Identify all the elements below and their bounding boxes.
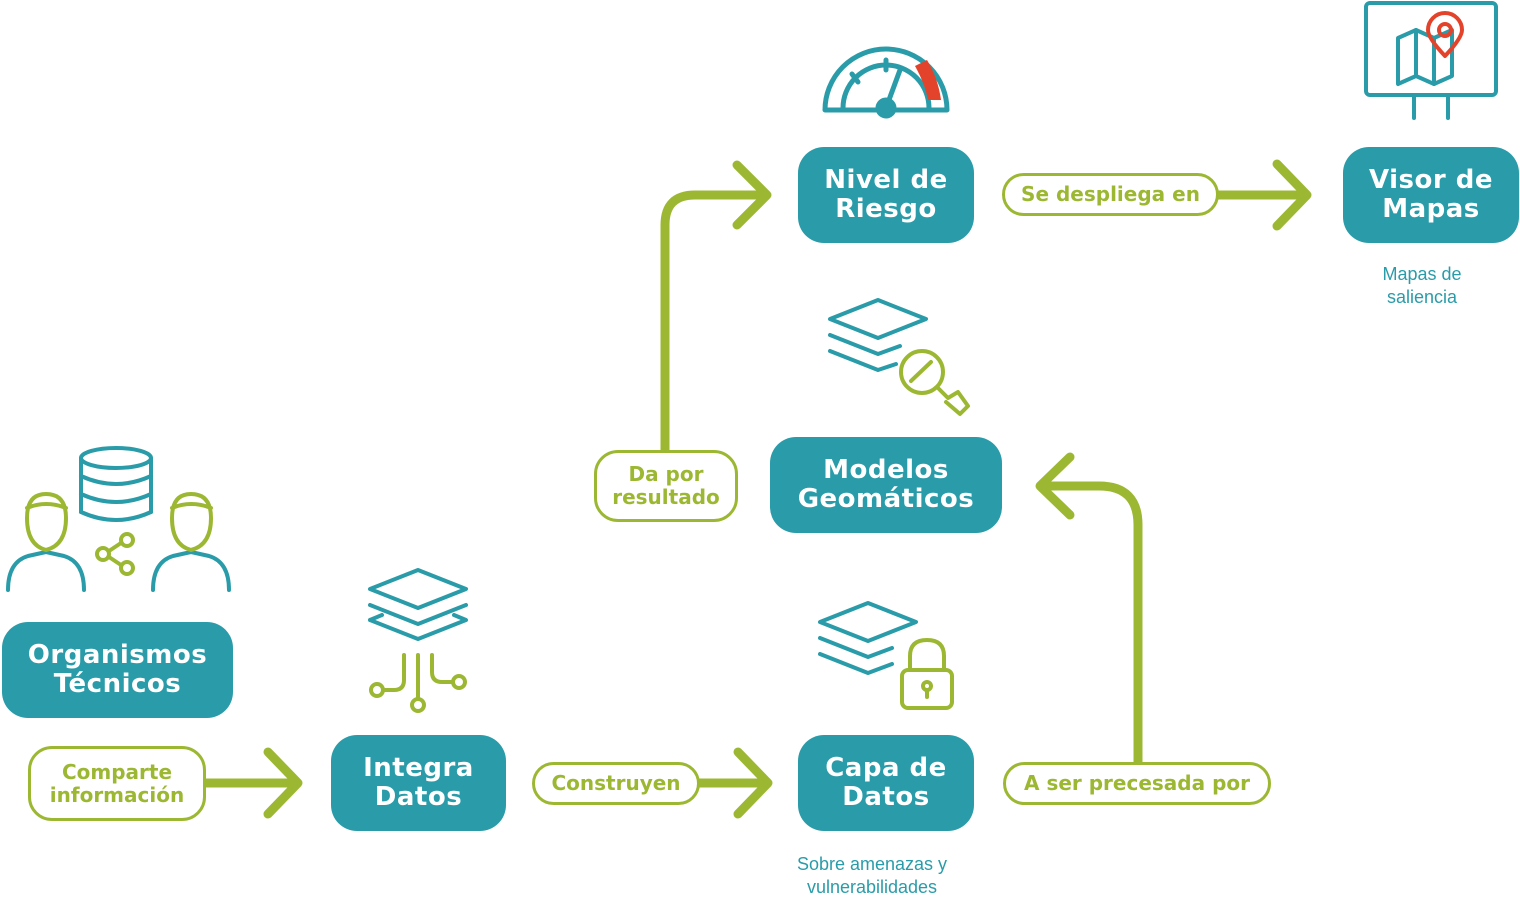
edge-label-da-por-resultado: Da por resultado xyxy=(594,450,738,522)
node-integra-datos: Integra Datos xyxy=(331,735,506,831)
user-right-icon xyxy=(170,492,213,552)
edge-label-resultado-line1: Da por xyxy=(628,462,704,486)
node-integra-label-line2: Datos xyxy=(374,782,463,812)
edge-label-comparte-informacion: Comparte información xyxy=(28,746,206,821)
node-organismos-label-line1: Organismos xyxy=(27,640,208,670)
monitor-map-pin-icon xyxy=(1364,1,1498,120)
node-modelos-geomaticos: Modelos Geomáticos xyxy=(770,437,1002,533)
edge-label-se-despliega-en: Se despliega en xyxy=(1002,173,1219,216)
caption-visor-line1: Mapas de xyxy=(1382,264,1462,284)
node-capa-label-line1: Capa de xyxy=(825,753,947,783)
edge-label-a-ser-precesada-por: A ser precesada por xyxy=(1003,762,1271,805)
edge-label-construyen-text: Construyen xyxy=(551,771,681,795)
node-modelos-label-line1: Modelos xyxy=(823,455,949,485)
node-organismos-label-line2: Técnicos xyxy=(53,669,182,699)
arrowhead-despliega xyxy=(1272,159,1312,231)
layers-circuit-icon xyxy=(368,568,468,713)
arrowhead-construyen xyxy=(733,747,773,819)
node-nivel-label-line1: Nivel de xyxy=(824,165,948,195)
arrowhead-comparte xyxy=(263,747,303,819)
layers-search-icon xyxy=(828,298,970,416)
node-organismos-tecnicos: Organismos Técnicos xyxy=(2,622,233,718)
edge-label-comparte-line1: Comparte xyxy=(61,759,173,784)
arrow-resultado-to-nivel xyxy=(660,190,770,455)
node-modelos-label-line2: Geomáticos xyxy=(797,484,975,514)
share-icon xyxy=(95,532,135,576)
node-integra-label-line1: Integra xyxy=(363,753,474,783)
caption-capa-line1: Sobre amenazas y xyxy=(796,854,948,874)
edge-label-comparte-line2: información xyxy=(49,782,185,807)
node-nivel-label-line2: Riesgo xyxy=(835,194,937,224)
node-capa-label-line2: Datos xyxy=(842,782,930,812)
layers-lock-icon xyxy=(818,601,954,710)
arrow-precesada-to-modelos xyxy=(1040,481,1143,767)
node-capa-de-datos: Capa de Datos xyxy=(798,735,974,831)
node-visor-label-line1: Visor de xyxy=(1368,165,1494,195)
node-visor-de-mapas: Visor de Mapas xyxy=(1343,147,1519,243)
edge-label-resultado-line2: resultado xyxy=(612,485,720,509)
node-visor-label-line2: Mapas xyxy=(1382,194,1480,224)
caption-capa-de-datos: Sobre amenazas y vulnerabilidades xyxy=(772,853,972,899)
user-left-icon xyxy=(25,492,68,552)
node-nivel-de-riesgo: Nivel de Riesgo xyxy=(798,147,974,243)
edge-label-despliega-text: Se despliega en xyxy=(1021,182,1200,206)
caption-visor-de-mapas: Mapas de saliencia xyxy=(1360,263,1484,309)
edge-label-construyen: Construyen xyxy=(532,762,700,805)
users-database-share-icon xyxy=(6,446,231,592)
caption-capa-line2: vulnerabilidades xyxy=(806,877,938,897)
edge-label-precesada-text: A ser precesada por xyxy=(1024,771,1250,795)
gauge-icon xyxy=(822,46,950,119)
arrowhead-precesada xyxy=(1035,452,1075,520)
arrowhead-resultado xyxy=(732,160,772,230)
caption-visor-line2: saliencia xyxy=(1386,287,1458,307)
